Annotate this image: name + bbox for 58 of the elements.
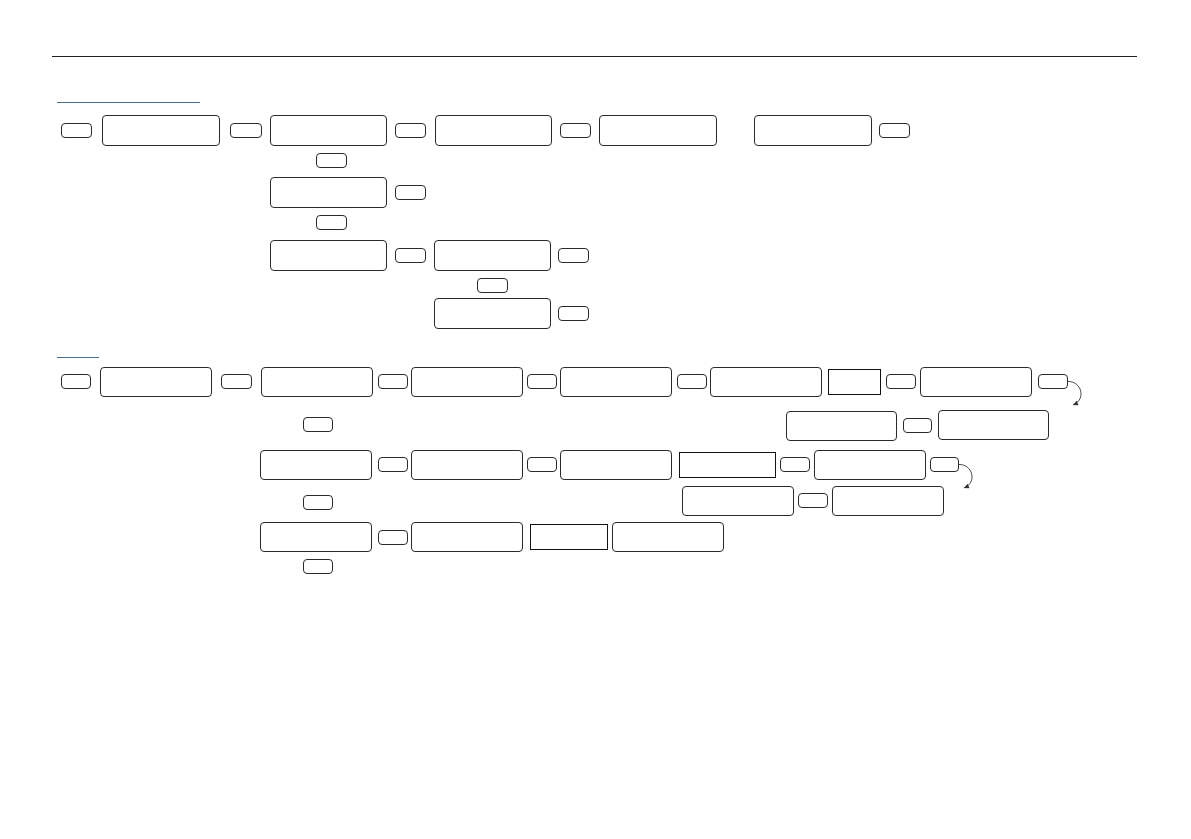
key-button — [798, 493, 828, 508]
key-button — [316, 215, 347, 230]
key-button — [395, 248, 426, 263]
key-button — [558, 306, 589, 321]
rounded-box — [260, 450, 372, 480]
key-button — [477, 278, 508, 293]
key-button — [378, 530, 408, 545]
key-button — [930, 457, 959, 472]
rounded-box — [411, 367, 523, 397]
key-button — [378, 457, 408, 472]
key-button — [221, 374, 252, 389]
key-button — [303, 559, 333, 574]
square-box — [679, 452, 776, 478]
key-button — [677, 374, 707, 389]
rounded-box — [786, 411, 897, 441]
rounded-box — [938, 410, 1049, 440]
key-button — [230, 123, 262, 138]
rounded-box — [920, 367, 1032, 397]
rounded-box — [434, 240, 551, 271]
rounded-box — [102, 115, 220, 146]
rounded-box — [270, 177, 387, 208]
key-button — [395, 123, 426, 138]
rounded-box — [814, 450, 926, 480]
key-button — [303, 495, 333, 510]
key-button — [527, 374, 557, 389]
rounded-box — [411, 450, 523, 480]
rounded-box — [270, 115, 387, 146]
rounded-box — [261, 367, 373, 397]
rounded-box — [434, 298, 551, 329]
rounded-box — [710, 367, 822, 397]
rounded-box — [260, 522, 372, 552]
square-box — [530, 524, 608, 550]
key-button — [316, 153, 347, 168]
rounded-box — [754, 115, 872, 146]
key-button — [61, 123, 92, 138]
key-button — [527, 457, 557, 472]
key-button — [780, 457, 810, 472]
key-button — [378, 374, 408, 389]
rounded-box — [599, 115, 717, 146]
key-button — [1038, 374, 1068, 389]
key-button — [303, 417, 333, 432]
key-button — [395, 185, 426, 200]
rounded-box — [270, 240, 387, 271]
rounded-box — [560, 450, 672, 480]
rounded-box — [832, 486, 944, 516]
key-button — [61, 374, 91, 389]
rounded-box — [435, 115, 552, 146]
rounded-box — [411, 522, 523, 552]
rounded-box — [612, 522, 724, 552]
rounded-box — [560, 367, 672, 397]
square-box — [828, 369, 881, 395]
key-button — [558, 248, 589, 263]
rounded-box — [682, 486, 794, 516]
rounded-box — [100, 367, 212, 397]
key-button — [879, 123, 910, 138]
key-button — [903, 418, 932, 433]
key-button — [560, 123, 591, 138]
key-button — [886, 374, 916, 389]
